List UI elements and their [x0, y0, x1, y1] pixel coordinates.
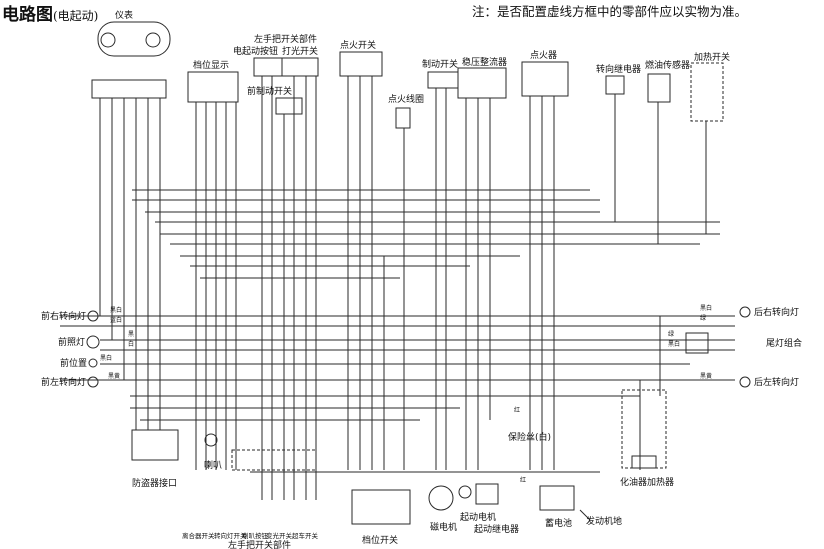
- headlight-lamp-icon: [86, 335, 100, 349]
- wire-label: 绿: [700, 314, 706, 322]
- label-rear-left-turn: 后左转向灯: [754, 376, 799, 388]
- front-left-turn-lamp-icon: [87, 376, 99, 388]
- page-title: 电路图(电起动): [2, 5, 99, 25]
- ignition-switch-box: [339, 51, 383, 77]
- label-ignition-coil: 点火线圈: [388, 93, 424, 105]
- label-left-switch-assembly: 左手把开关部件: [254, 33, 317, 45]
- wire-label: 白: [128, 340, 134, 348]
- label-front-brake-switch: 前制动开关: [247, 85, 292, 97]
- wire-label: 黑白: [668, 340, 680, 348]
- gear-display-box: [187, 71, 239, 103]
- magneto-icon: [428, 485, 454, 511]
- label-rear-right-turn: 后右转向灯: [754, 306, 799, 318]
- front-position-lamp-icon: [88, 358, 98, 368]
- label-headlight: 前照灯: [58, 336, 85, 348]
- label-fuel-sensor: 燃油传感器: [645, 59, 690, 71]
- carb-heater-element: [631, 455, 657, 469]
- rear-left-turn-lamp-icon: [739, 376, 751, 388]
- label-carb-heater: 化油器加热器: [620, 476, 674, 488]
- start-motor-icon: [458, 485, 472, 499]
- electric-start-button-box: [253, 57, 283, 77]
- label-horn-button: 喇叭按钮: [242, 531, 269, 540]
- gear-switch-box: [351, 489, 411, 525]
- label-fuse: 保险丝(白): [508, 431, 551, 443]
- battery-box: [539, 485, 575, 511]
- wire-label: 黑黄: [108, 372, 120, 380]
- front-right-turn-lamp-icon: [87, 310, 99, 322]
- label-dimmer-switch: 变光开关: [266, 531, 293, 540]
- turn-relay-box: [605, 75, 625, 95]
- label-heat-switch: 加热开关: [694, 51, 730, 63]
- igniter-box: [521, 61, 569, 97]
- ignition-coil-box: [395, 107, 411, 129]
- label-front-right-turn: 前右转向灯: [41, 310, 86, 322]
- harness-horizontal-lines: [60, 189, 735, 473]
- front-brake-switch-box: [275, 97, 303, 115]
- wire-label: 黑白: [700, 304, 712, 312]
- label-regulator: 稳压整流器: [462, 56, 507, 68]
- label-turn-relay: 转向继电器: [596, 63, 641, 75]
- wire-label: 红: [514, 406, 520, 414]
- wire-label: 黑白: [110, 306, 122, 314]
- label-tail-assembly: 尾灯组合: [766, 337, 802, 349]
- label-gear-switch: 档位开关: [362, 534, 398, 546]
- label-anti-theft: 防盗器接口: [132, 477, 177, 489]
- label-engine-ground: 发动机地: [586, 515, 622, 527]
- configuration-note: 注：是否配置虚线方框中的零部件应以实物为准。: [472, 4, 748, 19]
- label-turn-switch: 转向灯开关: [214, 531, 247, 540]
- engine-ground-icon: [579, 509, 591, 521]
- wire-label: 红: [520, 476, 526, 484]
- brake-switch-box: [427, 71, 459, 89]
- wire-label: 绿: [668, 330, 674, 338]
- start-relay-box: [475, 483, 499, 505]
- label-start-relay: 起动继电器: [474, 523, 519, 535]
- light-switch-box: [281, 57, 319, 77]
- meter-icon: [97, 21, 171, 57]
- wire-label: 黑黄: [700, 372, 712, 380]
- label-start-motor: 起动电机: [460, 511, 496, 523]
- label-igniter: 点火器: [530, 50, 557, 61]
- meter-connector: [91, 79, 167, 99]
- horn-icon: [204, 433, 218, 447]
- label-light-switch: 打光开关: [282, 45, 318, 57]
- tail-lamp-connector: [685, 332, 709, 354]
- rear-right-turn-lamp-icon: [739, 306, 751, 318]
- fuel-sensor-box: [647, 73, 671, 103]
- label-clutch-switch: 离合器开关: [182, 531, 215, 540]
- label-choke-switch: 超车开关: [292, 531, 319, 540]
- label-gear-display: 档位显示: [193, 59, 229, 71]
- anti-theft-box: [131, 429, 179, 461]
- label-ignition-switch: 点火开关: [340, 39, 376, 51]
- label-battery: 蓄电池: [545, 517, 572, 529]
- label-left-handle-parts: 左手把开关部件: [228, 539, 291, 549]
- left-handle-switch-group: [231, 449, 317, 471]
- wire-label: 黑: [128, 331, 134, 338]
- label-front-left-turn: 前左转向灯: [41, 376, 86, 388]
- label-horn: 喇叭: [204, 459, 222, 471]
- label-magneto: 磁电机: [430, 521, 457, 533]
- label-meter: 仪表: [115, 9, 133, 21]
- wire-label: 黑白: [100, 354, 112, 362]
- harness-vertical-lines: [99, 76, 707, 500]
- regulator-box: [457, 67, 507, 99]
- label-brake-switch: 制动开关: [422, 58, 458, 70]
- heat-switch-box: [690, 62, 724, 122]
- label-front-position: 前位置: [60, 357, 87, 369]
- label-electric-start-button: 电起动按钮: [233, 45, 278, 57]
- carb-heater-box: [621, 389, 667, 469]
- wire-label: 蓝白: [110, 316, 122, 324]
